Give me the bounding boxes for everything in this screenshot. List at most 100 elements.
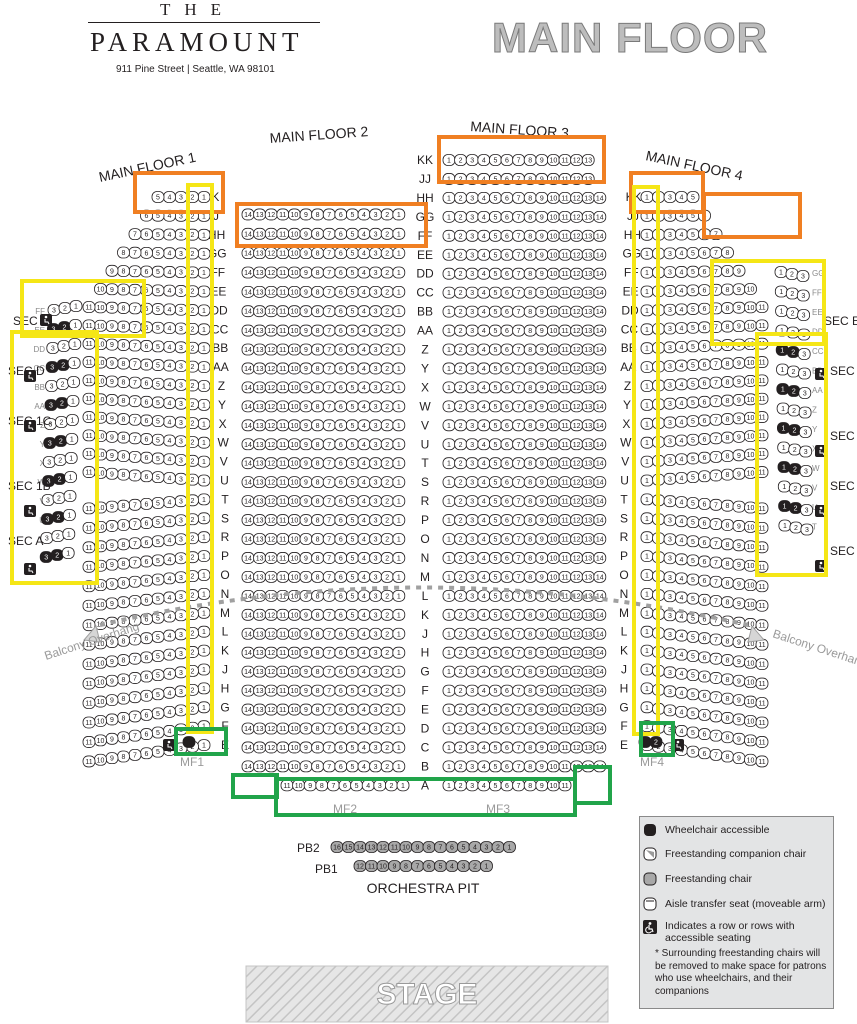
seat-number: 13 xyxy=(256,480,264,487)
seat-number: 8 xyxy=(316,423,320,430)
seat: 4 xyxy=(357,552,371,564)
seat-number: 9 xyxy=(540,707,544,714)
seat: 5 xyxy=(488,495,502,508)
seat-number: 5 xyxy=(493,347,497,354)
seat-number: 6 xyxy=(505,707,509,714)
seat-number: 9 xyxy=(304,726,308,733)
seat: 14 xyxy=(593,286,607,299)
seat: 11 xyxy=(276,457,290,470)
seat-number: 10 xyxy=(291,366,299,373)
seat: 2 xyxy=(380,533,394,545)
seat-shape xyxy=(392,266,406,279)
seat: 5 xyxy=(686,535,700,548)
seat-number: 7 xyxy=(133,417,137,424)
seat-number: 6 xyxy=(703,540,707,547)
seat-shape xyxy=(593,476,607,489)
seat-number: 7 xyxy=(133,656,137,663)
seat-number: 5 xyxy=(691,419,695,426)
seat: 10 xyxy=(287,285,301,298)
seat-number: 9 xyxy=(737,582,741,589)
seat: 11 xyxy=(755,599,769,612)
seat-number: 7 xyxy=(327,669,331,676)
row-label: BB xyxy=(417,305,433,319)
seat: 1 xyxy=(68,338,82,350)
seat-number: 8 xyxy=(316,518,320,525)
seat-number: 8 xyxy=(726,269,730,276)
seat-number: 6 xyxy=(505,195,509,202)
seat: 3 xyxy=(174,285,188,297)
seat-number: 5 xyxy=(493,233,497,240)
seat: 9 xyxy=(535,495,549,508)
seat: 1 xyxy=(197,398,211,411)
seat: 6 xyxy=(698,451,711,464)
seat-number: 7 xyxy=(133,473,137,480)
seat-number: 1 xyxy=(645,497,649,504)
seat: 8 xyxy=(311,266,325,279)
seat: 7 xyxy=(709,710,723,723)
seat-number: 7 xyxy=(327,212,331,219)
seat: 6 xyxy=(500,779,514,792)
seat-number: 1 xyxy=(447,650,451,657)
seat-number: 3 xyxy=(802,352,806,359)
seat-number: 11 xyxy=(758,564,765,571)
seat: 12 xyxy=(264,457,278,470)
seat-number: 13 xyxy=(584,612,592,619)
seat-number: 5 xyxy=(350,289,354,296)
seat: 12 xyxy=(570,514,583,526)
seat-number: 8 xyxy=(316,631,320,638)
seat: 1 xyxy=(392,438,406,451)
seat-number: 13 xyxy=(584,347,592,354)
seat: 3 xyxy=(47,304,61,316)
seat-number: 9 xyxy=(304,537,308,544)
seat: 3 xyxy=(663,360,677,372)
seat-number: 13 xyxy=(584,726,592,733)
seat-number: 11 xyxy=(279,366,286,373)
seat-number: 2 xyxy=(459,555,463,562)
seat-number: 8 xyxy=(316,404,320,411)
seat-number: 5 xyxy=(156,363,160,370)
seat: 3 xyxy=(663,191,677,203)
seat-number: 9 xyxy=(304,480,308,487)
seat: 6 xyxy=(500,571,514,583)
seat-number: 2 xyxy=(191,668,195,675)
seat-number: 3 xyxy=(804,449,808,456)
seat-number: 4 xyxy=(680,500,684,507)
seat: 10 xyxy=(547,191,560,204)
seat-number: 2 xyxy=(63,306,67,313)
seat: 8 xyxy=(311,722,325,735)
seat-number: 7 xyxy=(517,366,521,373)
seat-number: 3 xyxy=(374,650,378,657)
seat-number: 7 xyxy=(714,380,718,387)
seat: 12 xyxy=(570,229,583,242)
seat-number: 5 xyxy=(493,423,497,430)
seat-number: 1 xyxy=(202,195,206,202)
seat-number: 4 xyxy=(362,707,366,714)
seat: 12 xyxy=(264,438,278,451)
seat: 7 xyxy=(128,729,142,742)
seat: 2 xyxy=(380,589,394,602)
seat: 4 xyxy=(477,457,491,470)
seat-number: 5 xyxy=(156,730,160,737)
seat: 3 xyxy=(799,426,812,438)
seat: 5 xyxy=(488,703,502,716)
seat: 12 xyxy=(264,722,278,735)
seat: 1 xyxy=(774,266,788,278)
seat-number: 4 xyxy=(680,232,684,239)
seat-number: 9 xyxy=(540,593,544,600)
seat: 2 xyxy=(468,860,482,872)
seat: 5 xyxy=(488,154,502,166)
seat-number: 6 xyxy=(703,269,707,276)
seat: 8 xyxy=(117,376,130,388)
seat-number: 2 xyxy=(791,311,795,318)
seat: 6 xyxy=(500,495,514,508)
seat-number: 11 xyxy=(758,415,765,422)
seat-number: 2 xyxy=(191,402,195,409)
seat-number: 9 xyxy=(737,543,741,550)
seat: 4 xyxy=(477,362,491,375)
seat-number: 6 xyxy=(339,669,343,676)
seat: 5 xyxy=(488,608,502,621)
seat: 3 xyxy=(465,495,479,508)
seat-number: 1 xyxy=(397,347,401,354)
seat-number: 4 xyxy=(362,612,366,619)
seat: 3 xyxy=(663,247,677,260)
